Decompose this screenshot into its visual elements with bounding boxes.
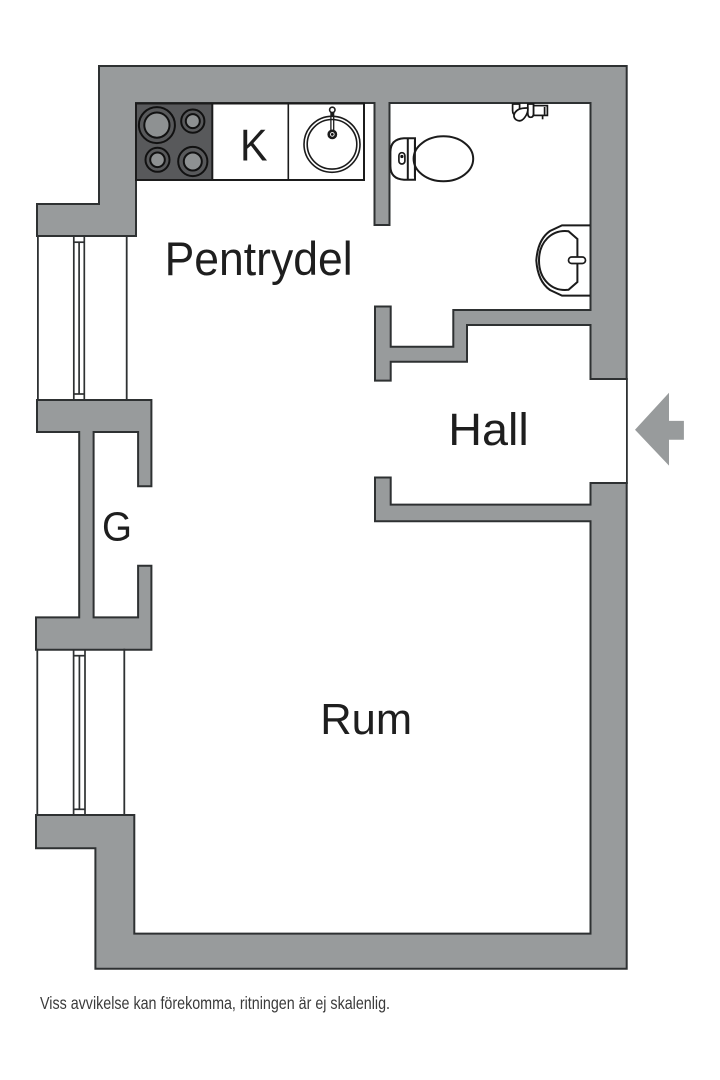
svg-text:Hall: Hall — [448, 404, 529, 455]
svg-text:Viss avvikelse kan förekomma,: Viss avvikelse kan förekomma, ritningen … — [40, 993, 390, 1013]
svg-text:Rum: Rum — [320, 696, 412, 744]
svg-text:K: K — [240, 122, 268, 171]
svg-text:Pentrydel: Pentrydel — [165, 233, 353, 286]
svg-text:G: G — [102, 503, 132, 549]
